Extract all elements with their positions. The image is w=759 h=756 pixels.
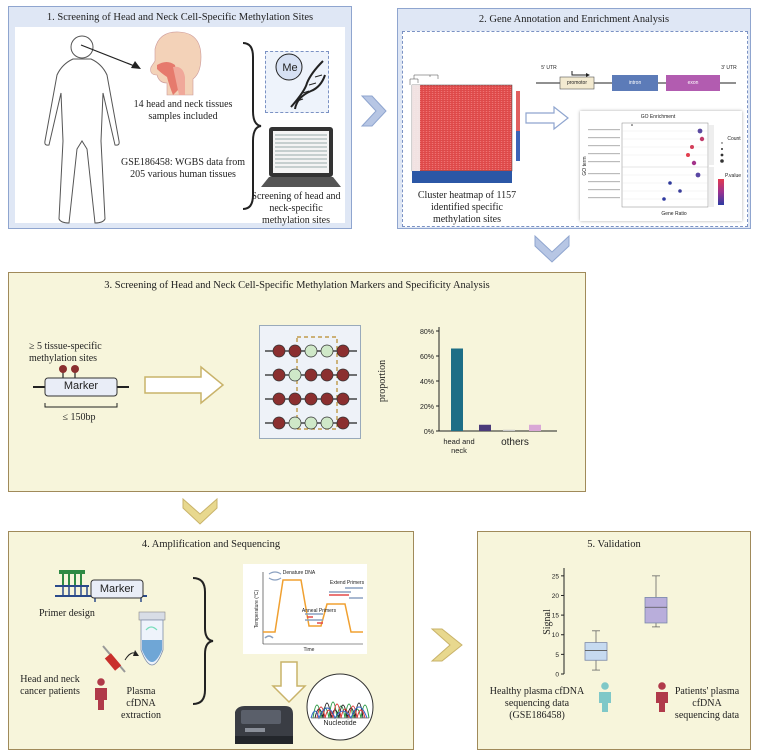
validation-box-plot: 0 5 10 15 20 25 bbox=[552, 568, 668, 679]
pcr-anneal: Anneal Primers bbox=[301, 608, 337, 614]
go-legend-count: Count bbox=[727, 136, 741, 142]
go-xlabel: Gene Ratio bbox=[661, 211, 687, 217]
box-y-tick-label: 20 bbox=[552, 593, 560, 600]
panel-2: 2. Gene Annotation and Enrichment Analys… bbox=[397, 8, 751, 229]
length-text: ≤ 150bp bbox=[62, 412, 96, 423]
heatmap-caption: Cluster heatmap of 1157 identified speci… bbox=[417, 190, 517, 225]
go-ylabel: GO term bbox=[582, 156, 588, 176]
plasma-tube-icon bbox=[138, 611, 166, 666]
dna-helix-icon bbox=[275, 53, 326, 110]
syringe-icon bbox=[102, 645, 139, 673]
head-neck-anatomy-icon bbox=[150, 31, 202, 96]
samples-text: 14 head and neck tissues samples include… bbox=[133, 99, 233, 122]
intron-label: intron bbox=[628, 80, 642, 86]
primer-design-text: Primer design bbox=[39, 608, 95, 619]
arrow-4-to-5 bbox=[430, 628, 463, 662]
bar-ylabel: proportion bbox=[377, 359, 388, 403]
box-y-tick-label: 15 bbox=[552, 613, 560, 620]
nucleotide-label: Nucleotide bbox=[323, 720, 357, 727]
bar-y-tick-label: 80% bbox=[420, 329, 434, 336]
patients-text: Head and neck cancer patients bbox=[20, 674, 80, 697]
human-body-icon bbox=[44, 35, 120, 224]
bar-2 bbox=[503, 429, 515, 431]
go-dotplot bbox=[588, 122, 724, 208]
go-title: GO Enrichment bbox=[640, 114, 676, 120]
patient-person-icon bbox=[656, 682, 668, 712]
healthy-text: Healthy plasma cfDNA sequencing data (GS… bbox=[489, 686, 585, 721]
marker-construct bbox=[33, 365, 129, 408]
go-legend-p: P.value bbox=[724, 173, 742, 179]
panel-1: 1. Screening of Head and Neck Cell-Speci… bbox=[8, 6, 352, 229]
bar-cat-others: others bbox=[501, 437, 529, 448]
exon-label: exon bbox=[687, 80, 699, 86]
bar-y-tick-label: 60% bbox=[420, 354, 434, 361]
panel-5-title: 5. Validation bbox=[587, 539, 641, 550]
bar-0 bbox=[451, 348, 463, 431]
dataset-text: GSE186458: WGBS data from 205 various hu… bbox=[121, 157, 245, 180]
bar-3 bbox=[529, 424, 541, 431]
nucleotide-trace bbox=[306, 673, 374, 741]
laptop-icon bbox=[261, 127, 341, 187]
bar-cat-head-neck: head and neck bbox=[443, 437, 475, 455]
arrow-1-to-2 bbox=[360, 95, 387, 127]
box-0 bbox=[584, 642, 608, 661]
pcr-curve bbox=[262, 571, 363, 645]
panel-4-title: 4. Amplification and Sequencing bbox=[141, 539, 281, 550]
pcr-ylabel: Temperature (°C) bbox=[254, 589, 260, 629]
pointer-arrow bbox=[80, 44, 141, 69]
pcr-xlabel: Time bbox=[303, 647, 315, 653]
box-y-tick-label: 0 bbox=[555, 672, 559, 679]
panel-4: 4. Amplification and Sequencing Marker P… bbox=[8, 531, 414, 750]
bar-y-tick-label: 0% bbox=[424, 429, 434, 436]
panel-5: 5. Validation 0 5 10 15 20 25 Signal Healthy … bbox=[477, 531, 751, 750]
patients-data-text: Patients' plasma cfDNA sequencing data bbox=[674, 686, 740, 721]
box-y-tick-label: 5 bbox=[555, 652, 559, 659]
box-ylabel: Signal bbox=[542, 609, 553, 635]
box-1 bbox=[644, 597, 668, 624]
patient-icon bbox=[95, 678, 107, 710]
bar-y-tick-label: 20% bbox=[420, 404, 434, 411]
utr3-label: 3' UTR bbox=[721, 65, 737, 71]
plasma-text: Plasma cfDNA extraction bbox=[121, 686, 161, 721]
brace-2 bbox=[192, 577, 214, 705]
box-y-tick-label: 10 bbox=[552, 632, 560, 639]
arrow-marker-to-pattern bbox=[144, 365, 225, 405]
panel-3-title: 3. Screening of Head and Neck Cell-Speci… bbox=[104, 280, 490, 291]
sequencer-icon bbox=[235, 706, 293, 744]
promotor-label: promotor bbox=[566, 80, 587, 86]
box-y-tick-label: 25 bbox=[552, 573, 560, 580]
cluster-heatmap bbox=[409, 74, 520, 183]
arrow-2-to-3 bbox=[534, 234, 570, 263]
bar-y-tick-label: 40% bbox=[420, 379, 434, 386]
primer-design-icon bbox=[55, 570, 147, 602]
pcr-denature: Denature DNA bbox=[282, 570, 316, 576]
bar-1 bbox=[479, 424, 491, 431]
screening-text: Screening of head and neck-specific meth… bbox=[251, 191, 341, 226]
utr5-label: 5' UTR bbox=[541, 65, 557, 71]
me-label: Me bbox=[282, 62, 298, 74]
methylation-pattern bbox=[265, 336, 357, 430]
primer-marker-label: Marker bbox=[99, 583, 135, 595]
panel-3: 3. Screening of Head and Neck Cell-Speci… bbox=[8, 272, 586, 492]
brace bbox=[242, 42, 262, 210]
gene-structure bbox=[536, 71, 736, 91]
panel-2-title: 2. Gene Annotation and Enrichment Analys… bbox=[478, 14, 670, 25]
panel-1-title: 1. Screening of Head and Neck Cell-Speci… bbox=[46, 12, 314, 23]
healthy-person-icon bbox=[599, 682, 611, 712]
sites-text: ≥ 5 tissue-specific methylation sites bbox=[29, 341, 102, 364]
arrow-pcr-to-sequencer bbox=[271, 661, 307, 704]
marker-label: Marker bbox=[63, 380, 99, 392]
arrow-3-to-4 bbox=[182, 497, 218, 525]
proportion-bar-chart: 0% 20% 40% 60% 80% bbox=[420, 327, 557, 436]
arrow-heatmap-to-go bbox=[525, 105, 569, 131]
pcr-extend: Extend Primers bbox=[329, 580, 365, 586]
